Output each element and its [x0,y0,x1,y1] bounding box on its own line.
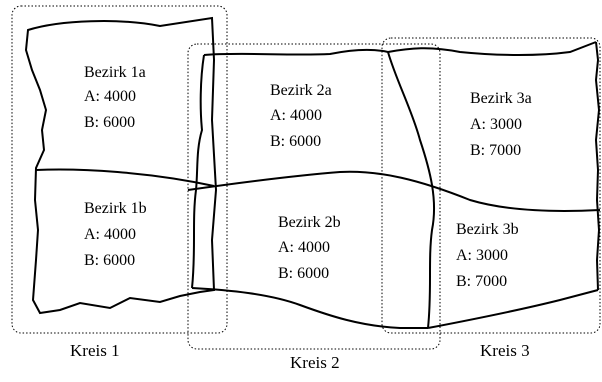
bezirk-3a-name: Bezirk 3a [470,90,532,107]
bezirk-2b-a-value: A: 4000 [278,239,330,256]
kreis-2-3-border [387,51,436,329]
kreis-3-right [594,41,601,291]
kreis-3-top [387,41,597,56]
bezirk-2a-a-value: A: 4000 [270,107,322,124]
bezirk-1b-name: Bezirk 1b [84,200,147,217]
bezirk-3b-name: Bezirk 3b [456,221,519,238]
bezirk-1b-b-value: B: 6000 [84,252,136,269]
kreis-3-boundary [381,37,601,334]
kreis-2-label: Kreis 2 [290,353,340,372]
bezirk-3b-a-value: A: 3000 [456,247,508,264]
kreis-1-label: Kreis 1 [70,341,120,360]
bezirk-2-3-divider [187,170,601,212]
bezirk-1a-a-value: A: 4000 [84,88,136,105]
kreis-2-boundary [187,43,441,350]
bezirk-3a-a-value: A: 3000 [470,116,522,133]
kreis-2-left [191,54,205,289]
kreis-3-label: Kreis 3 [480,341,530,360]
kreis-3-bottom [427,289,599,329]
bezirk-3b-b-value: B: 7000 [456,273,508,290]
kreis-2-bottom [191,287,428,329]
bezirk-2a-b-value: B: 6000 [270,133,322,150]
bezirk-2b-name: Bezirk 2b [278,214,341,231]
bezirk-1b-a-value: A: 4000 [84,226,136,243]
bezirk-2a-name: Bezirk 2a [270,82,332,99]
bezirk-1-divider [35,168,215,187]
bezirk-3a-b-value: B: 7000 [470,142,522,159]
bezirk-1a-name: Bezirk 1a [84,64,146,81]
kreis-1-boundary [11,5,228,334]
bezirk-1a-b-value: B: 6000 [84,114,136,131]
bezirk-2b-b-value: B: 6000 [278,265,330,282]
kreis-2-top [203,48,389,56]
